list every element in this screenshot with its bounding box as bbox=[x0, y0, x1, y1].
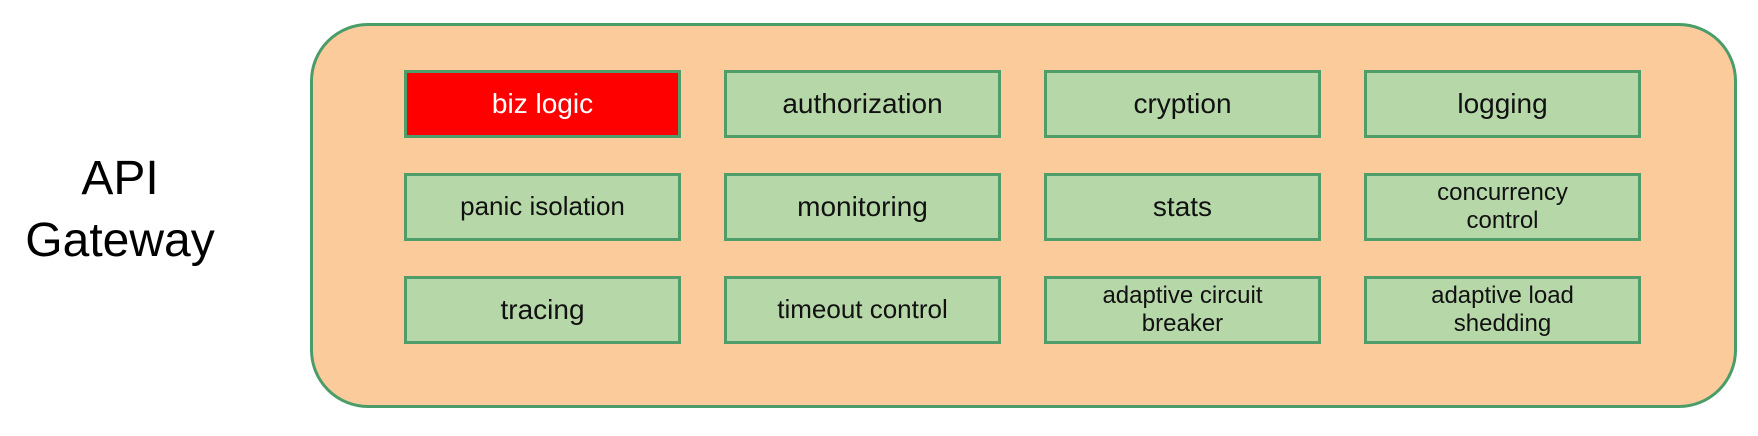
module-monitoring: monitoring bbox=[724, 173, 1001, 241]
api-gateway-title-line2: Gateway bbox=[25, 214, 215, 267]
api-gateway-title: API Gateway bbox=[18, 148, 222, 272]
module-cryption: cryption bbox=[1044, 70, 1321, 138]
module-panic-isolation: panic isolation bbox=[404, 173, 681, 241]
api-gateway-title-line1: API bbox=[81, 152, 159, 205]
module-tracing: tracing bbox=[404, 276, 681, 344]
module-stats: stats bbox=[1044, 173, 1321, 241]
module-timeout-control: timeout control bbox=[724, 276, 1001, 344]
module-authorization: authorization bbox=[724, 70, 1001, 138]
module-logging: logging bbox=[1364, 70, 1641, 138]
gateway-container: biz logic authorization cryption logging… bbox=[310, 23, 1737, 408]
module-adaptive-circuit-breaker: adaptive circuit breaker bbox=[1044, 276, 1321, 344]
module-concurrency-control: concurrency control bbox=[1364, 173, 1641, 241]
module-adaptive-load-shedding: adaptive load shedding bbox=[1364, 276, 1641, 344]
module-biz-logic: biz logic bbox=[404, 70, 681, 138]
